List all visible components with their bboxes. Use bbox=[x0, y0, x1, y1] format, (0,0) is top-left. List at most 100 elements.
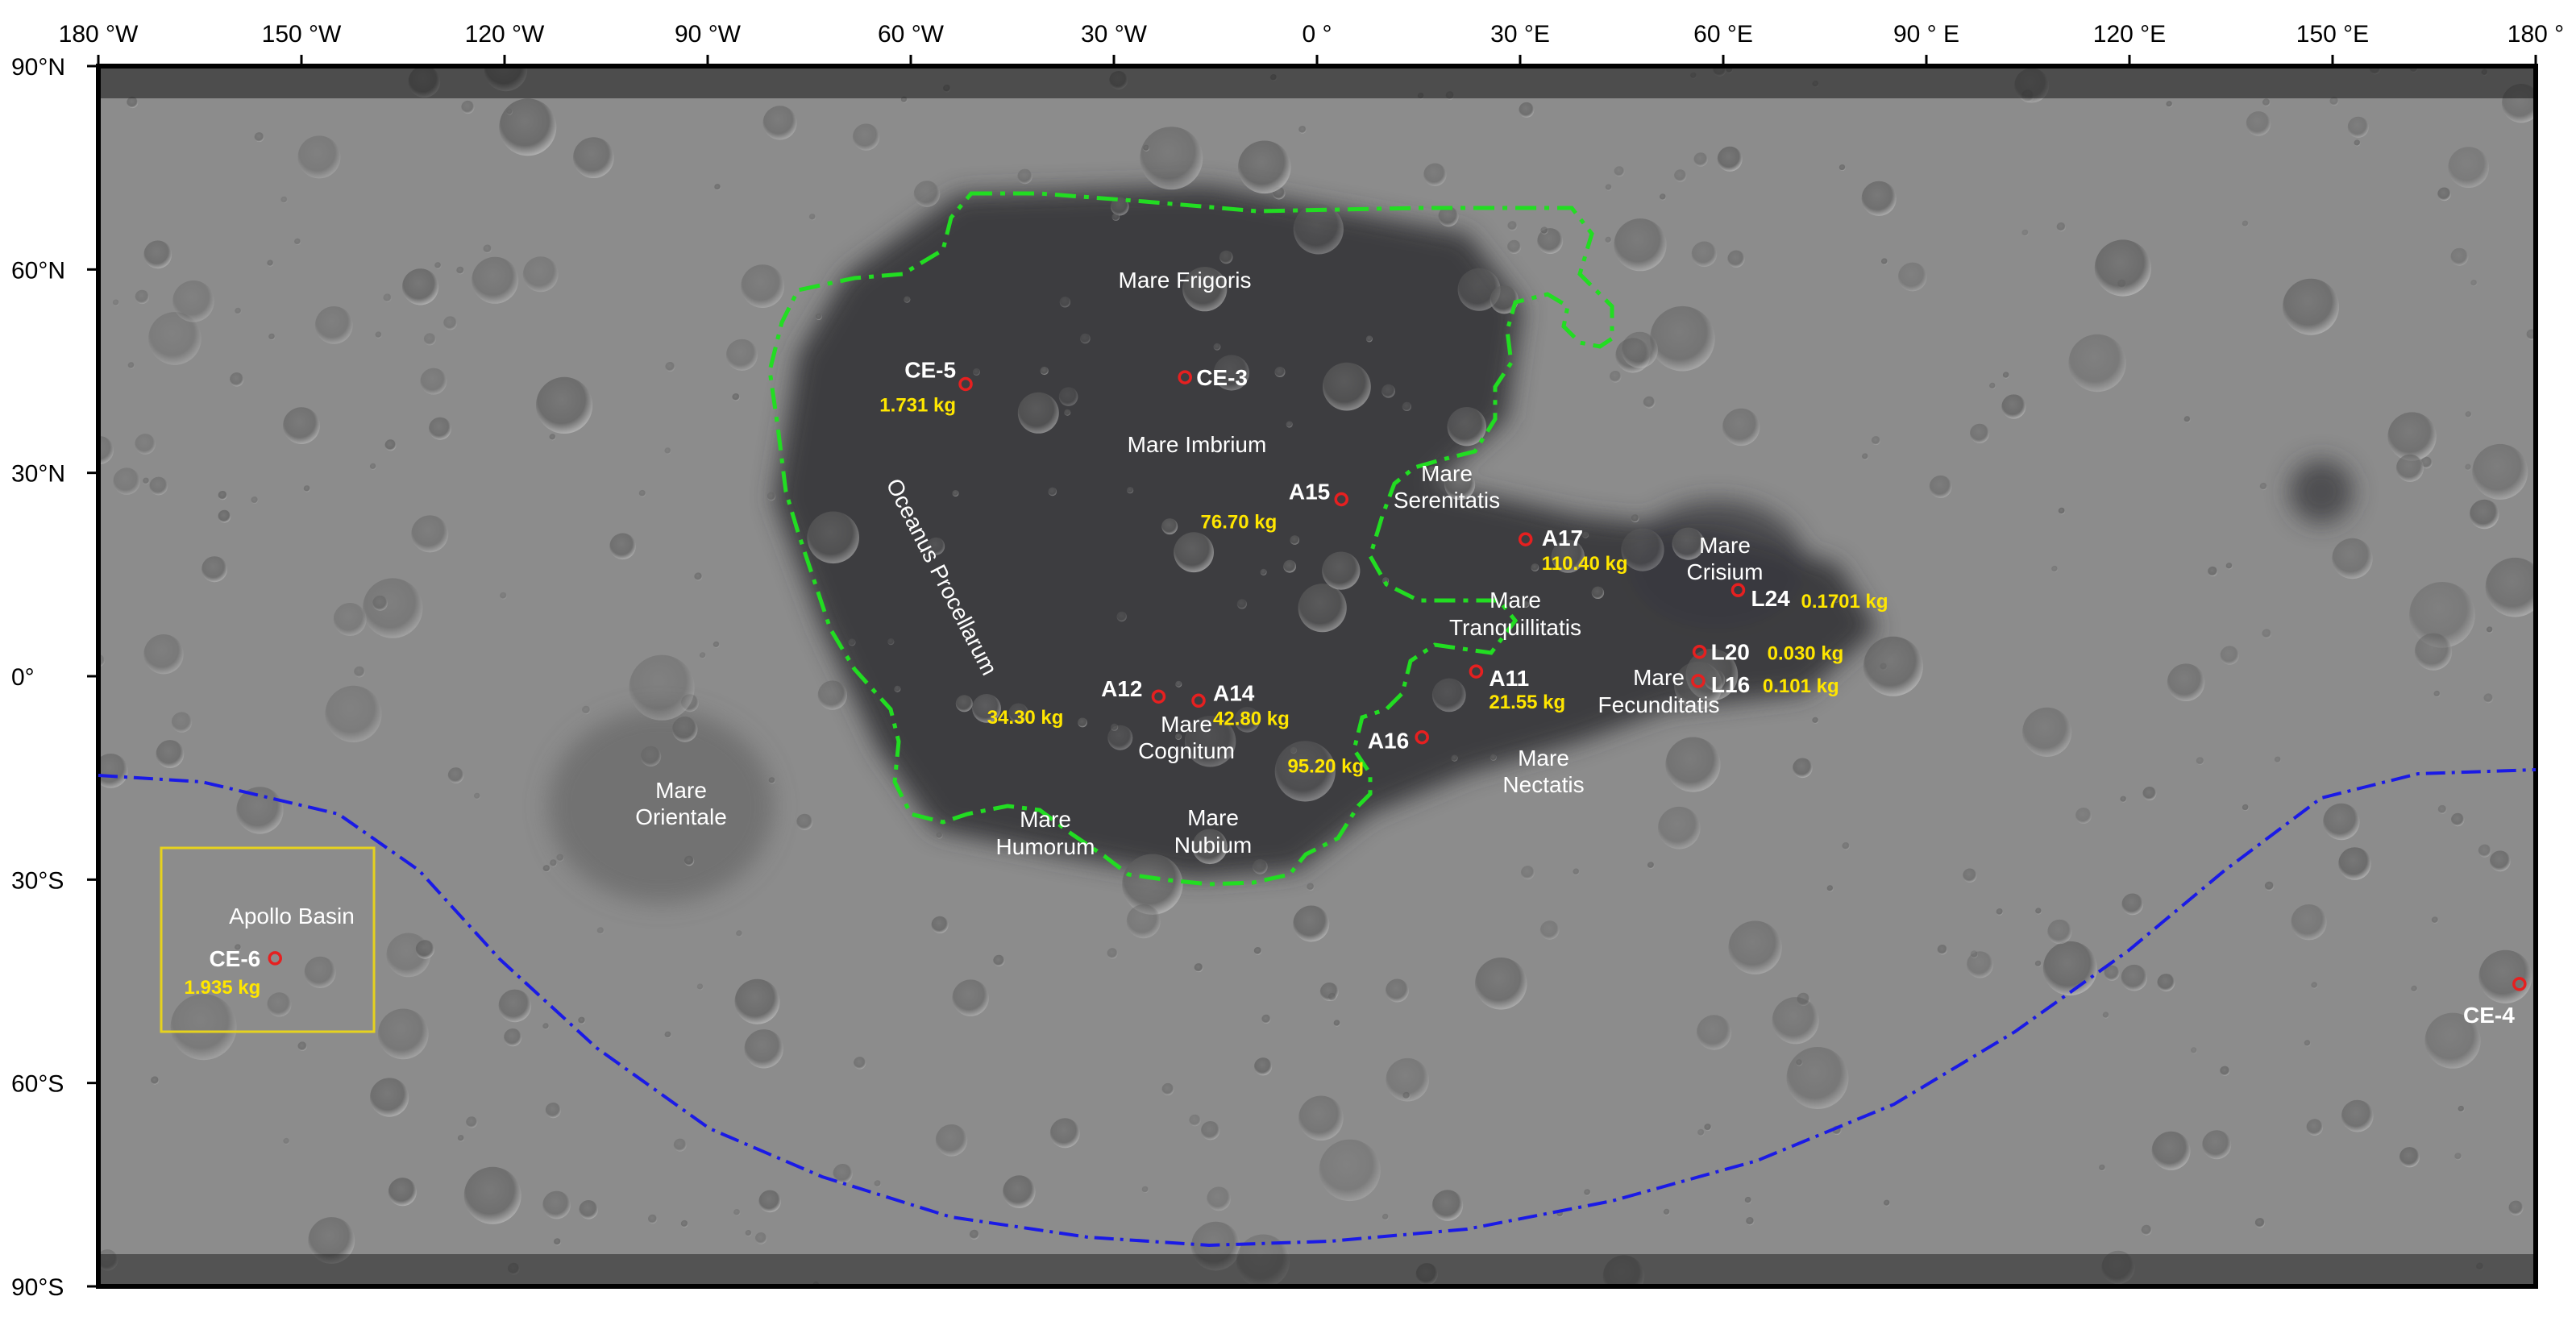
crater bbox=[2409, 582, 2475, 648]
crater bbox=[952, 490, 959, 496]
crater bbox=[1017, 392, 1059, 434]
crater bbox=[415, 940, 434, 959]
crater bbox=[1772, 997, 1819, 1045]
crater bbox=[550, 859, 558, 867]
crater bbox=[1786, 1047, 1849, 1109]
region-label-mare-humorum-2: Humorum bbox=[996, 834, 1095, 859]
crater bbox=[2068, 334, 2126, 393]
crater bbox=[2190, 1047, 2197, 1054]
crater bbox=[1796, 1059, 1803, 1066]
site-marker-l24[interactable] bbox=[1730, 583, 1746, 597]
crater bbox=[1451, 754, 1458, 762]
site-label-ce-5: CE-5 bbox=[904, 357, 956, 382]
crater bbox=[1537, 228, 1564, 255]
crater bbox=[434, 262, 442, 269]
crater bbox=[2264, 881, 2275, 891]
crater bbox=[2035, 908, 2042, 915]
site-marker-ce-3[interactable] bbox=[1178, 370, 1192, 384]
site-mass-a16: 95.20 kg bbox=[1287, 756, 1364, 778]
crater bbox=[1059, 297, 1071, 308]
site-marker-a11[interactable] bbox=[1469, 664, 1484, 679]
crater bbox=[762, 106, 797, 140]
crater bbox=[1322, 551, 1361, 590]
crater bbox=[1293, 204, 1344, 255]
region-label-mare-tranquillitatis-1: Mare bbox=[1490, 588, 1541, 613]
crater bbox=[1573, 868, 1580, 875]
crater bbox=[714, 184, 721, 191]
crater bbox=[375, 331, 382, 339]
region-label-mare-orientale-1: Mare bbox=[655, 778, 707, 803]
crater bbox=[1584, 1189, 1591, 1196]
crater bbox=[536, 376, 593, 434]
site-marker-l20[interactable] bbox=[1692, 644, 1707, 659]
site-marker-ce-6[interactable] bbox=[268, 951, 282, 966]
region-label-mare-nectatis-1: Mare bbox=[1518, 746, 1569, 771]
site-marker-a17[interactable] bbox=[1518, 532, 1533, 546]
crater bbox=[1219, 250, 1233, 264]
crater bbox=[506, 108, 513, 115]
crater bbox=[1842, 842, 1850, 850]
crater bbox=[2437, 804, 2447, 814]
lon-tick-label: 150 °E bbox=[2296, 21, 2369, 48]
site-marker-a14[interactable] bbox=[1191, 693, 1206, 708]
site-marker-a15[interactable] bbox=[1334, 492, 1348, 507]
site-marker-a12[interactable] bbox=[1151, 689, 1166, 704]
crater bbox=[1274, 741, 1336, 802]
crater bbox=[664, 1031, 671, 1039]
lunar-surface bbox=[98, 66, 2536, 1286]
crater bbox=[2120, 796, 2127, 803]
crater bbox=[463, 1166, 521, 1224]
crater bbox=[2157, 974, 2175, 992]
site-label-ce-3: CE-3 bbox=[1196, 365, 1248, 390]
crater bbox=[745, 1230, 752, 1236]
site-mass-a15: 76.70 kg bbox=[1201, 511, 1278, 533]
crater bbox=[1049, 1118, 1080, 1149]
crater bbox=[135, 289, 149, 305]
crater bbox=[325, 685, 382, 743]
crater bbox=[2094, 239, 2151, 297]
crater bbox=[1008, 703, 1028, 723]
crater bbox=[955, 695, 973, 713]
crater bbox=[1327, 992, 1336, 1001]
crater bbox=[1614, 218, 1667, 272]
crater bbox=[894, 685, 901, 692]
site-label-l20: L20 bbox=[1711, 640, 1750, 665]
crater bbox=[1293, 905, 1330, 942]
lat-tick-label: 30°S bbox=[11, 867, 64, 894]
lon-tick-label: 60 °W bbox=[878, 21, 945, 48]
site-label-a16: A16 bbox=[1368, 729, 1409, 754]
crater bbox=[1234, 707, 1261, 733]
site-marker-ce-4[interactable] bbox=[2512, 977, 2527, 991]
site-marker-a16[interactable] bbox=[1415, 729, 1429, 745]
crater bbox=[1722, 408, 1760, 447]
crater bbox=[2341, 1099, 2374, 1132]
lon-tick-label: 30 °W bbox=[1081, 21, 1148, 48]
crater bbox=[2347, 116, 2369, 138]
site-mass-l20: 0.030 kg bbox=[1768, 643, 1844, 665]
crater bbox=[2262, 629, 2271, 638]
crater bbox=[768, 777, 775, 784]
crater bbox=[1444, 469, 1476, 501]
crater bbox=[1141, 1186, 1149, 1194]
crater bbox=[1728, 920, 1782, 974]
crater bbox=[236, 787, 284, 834]
crater bbox=[1213, 355, 1249, 391]
crater bbox=[609, 533, 636, 560]
lon-tick-label: 60 °E bbox=[1693, 21, 1753, 48]
site-marker-ce-5[interactable] bbox=[958, 376, 973, 392]
crater bbox=[1423, 163, 1447, 186]
crater bbox=[1609, 371, 1622, 383]
crater bbox=[2420, 456, 2433, 469]
crater bbox=[549, 434, 556, 441]
region-label-mare-fecunditatis-1: Mare bbox=[1633, 665, 1685, 690]
site-label-a17: A17 bbox=[1542, 526, 1583, 550]
crater bbox=[2306, 1119, 2324, 1136]
crater bbox=[1693, 152, 1708, 167]
crater bbox=[2399, 1147, 2420, 1168]
crater bbox=[2354, 139, 2361, 147]
site-label-a14: A14 bbox=[1213, 680, 1255, 705]
crater bbox=[1260, 568, 1267, 575]
crater bbox=[1058, 387, 1078, 406]
crater bbox=[2465, 463, 2472, 471]
site-marker-l16[interactable] bbox=[1691, 674, 1706, 688]
